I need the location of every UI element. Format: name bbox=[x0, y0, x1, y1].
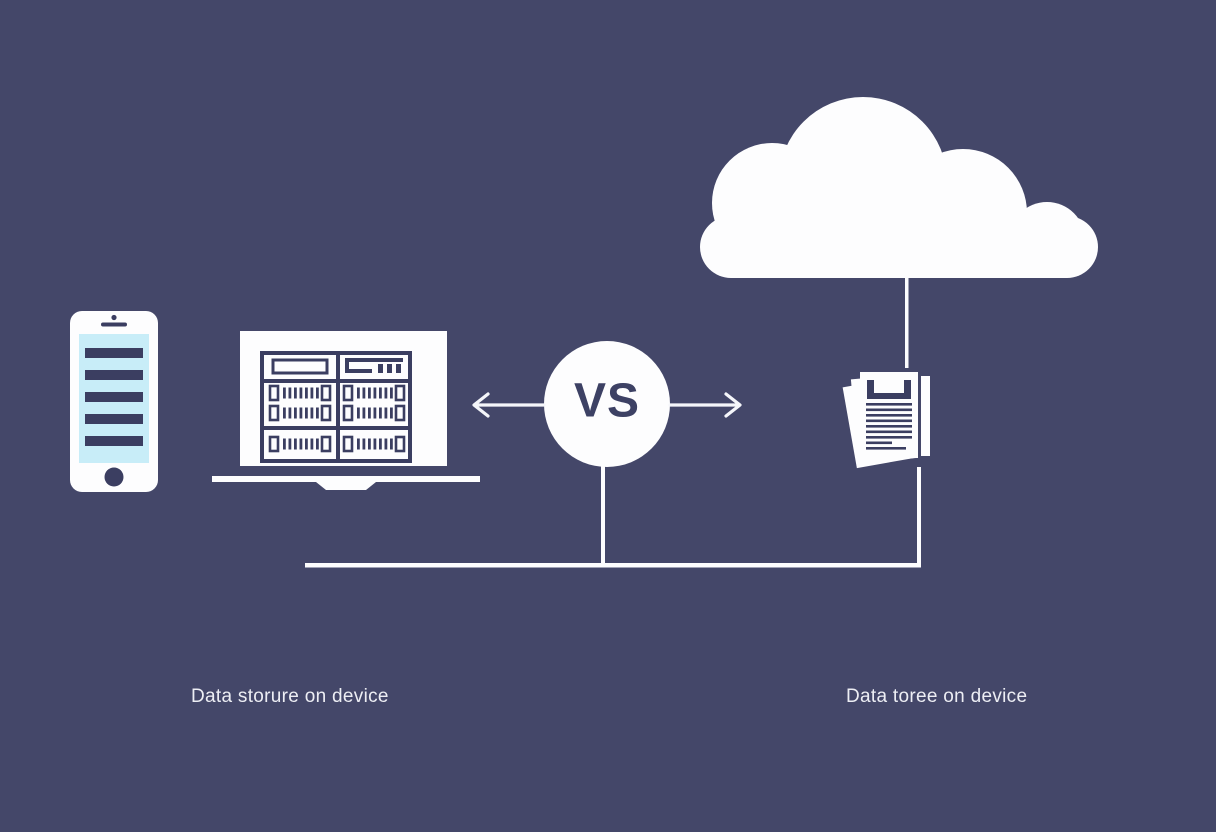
document-to-bottom-line bbox=[917, 467, 921, 567]
vs-to-bottom-line bbox=[601, 466, 605, 565]
server-vent-row bbox=[268, 384, 332, 402]
right-arrow-icon bbox=[668, 392, 742, 418]
vs-circle bbox=[544, 341, 670, 467]
server-rack-graphic bbox=[260, 351, 412, 463]
document-clip bbox=[867, 380, 911, 399]
smartphone-icon bbox=[70, 311, 158, 492]
caption-cloud-storage: Data toree on device bbox=[846, 686, 1028, 707]
server-vent-row bbox=[342, 384, 406, 402]
phone-home-button bbox=[104, 467, 124, 487]
left-arrow-icon bbox=[472, 392, 546, 418]
vs-label: VS bbox=[573, 374, 641, 428]
laptop-server-icon bbox=[212, 331, 480, 490]
server-vent-row bbox=[342, 404, 406, 422]
document-text-lines bbox=[866, 403, 912, 450]
phone-camera-dot bbox=[111, 314, 117, 321]
server-vent-row bbox=[268, 404, 332, 422]
phone-speaker-bar bbox=[101, 322, 127, 327]
bottom-horizontal-line bbox=[305, 563, 921, 568]
document-icon bbox=[842, 372, 930, 469]
server-header-comb bbox=[345, 358, 403, 373]
connector-lines bbox=[305, 278, 921, 568]
server-header-bar bbox=[271, 358, 329, 375]
phone-screen-list-lines bbox=[85, 348, 143, 446]
server-vent-row bbox=[268, 435, 332, 453]
server-vent-row bbox=[342, 435, 406, 453]
laptop-base bbox=[212, 476, 480, 490]
document-side-page bbox=[921, 376, 930, 456]
cloud-icon bbox=[700, 97, 1098, 278]
caption-local-storage: Data storure on device bbox=[191, 686, 389, 707]
cloud-to-document-line bbox=[905, 278, 909, 368]
vs-badge bbox=[544, 341, 670, 467]
